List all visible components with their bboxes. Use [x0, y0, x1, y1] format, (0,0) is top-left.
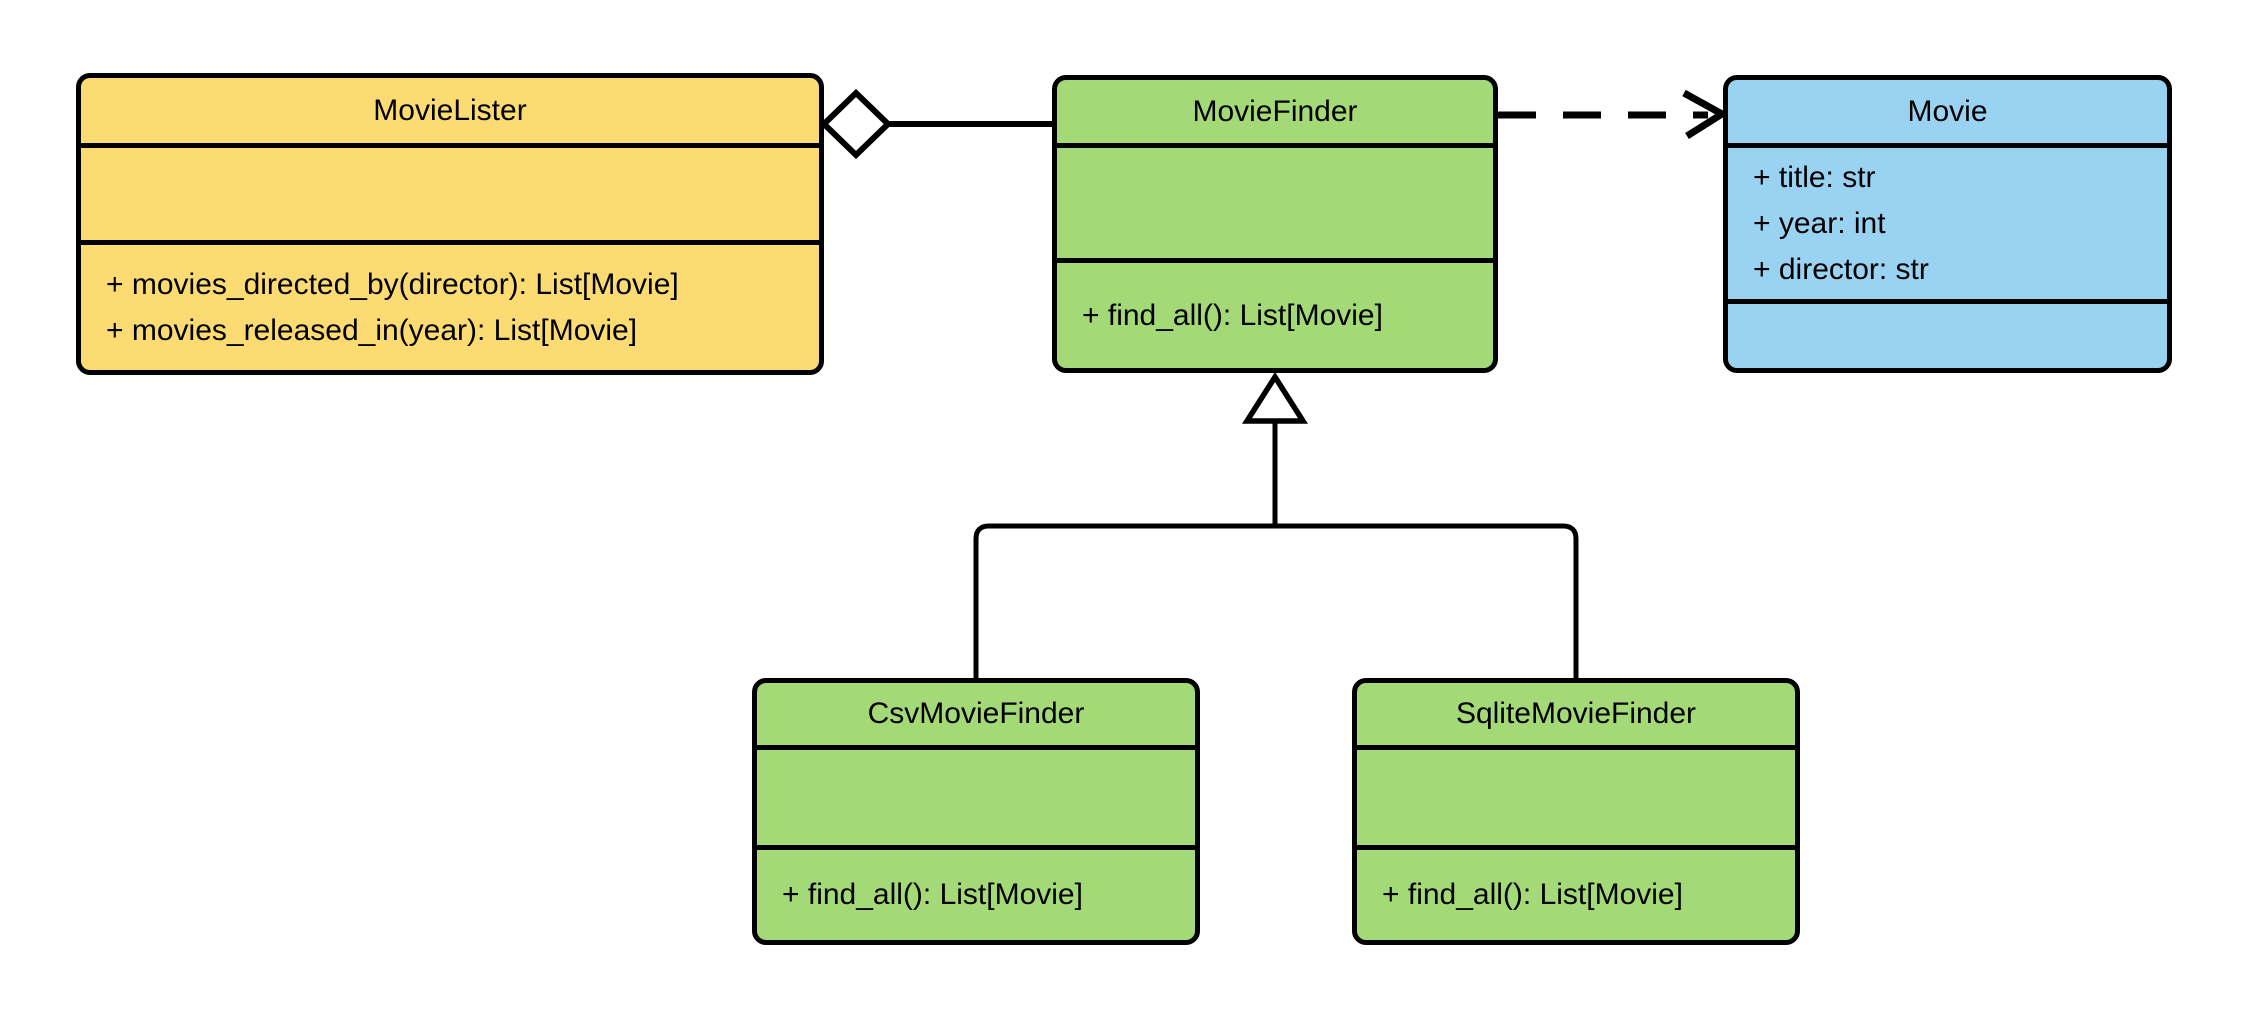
class-member: + title: str — [1753, 160, 1876, 194]
class-member: + director: str — [1753, 252, 1929, 286]
class-attributes-csvmoviefinder — [757, 745, 1195, 845]
class-attributes-movie: + title: str + year: int + director: str — [1728, 143, 2167, 299]
class-methods-moviefinder: + find_all(): List[Movie] — [1057, 258, 1493, 368]
class-box-sqlitemoviefinder[interactable]: SqliteMovieFinder + find_all(): List[Mov… — [1352, 678, 1800, 945]
class-member: + find_all(): List[Movie] — [1382, 878, 1683, 911]
class-methods-csvmoviefinder: + find_all(): List[Movie] — [757, 845, 1195, 940]
class-member: + year: int — [1753, 206, 1886, 240]
class-member: + movies_directed_by(director): List[Mov… — [106, 267, 679, 301]
class-methods-movielister: + movies_directed_by(director): List[Mov… — [81, 240, 819, 370]
class-title-movielister: MovieLister — [373, 93, 527, 127]
class-member: + movies_released_in(year): List[Movie] — [106, 313, 638, 347]
class-title-moviefinder: MovieFinder — [1192, 94, 1358, 128]
class-attributes-sqlitemoviefinder — [1357, 745, 1795, 845]
class-methods-movie — [1728, 299, 2167, 368]
aggregation-connector — [819, 88, 1052, 160]
aggregation-diamond-icon — [819, 88, 893, 160]
class-attributes-moviefinder — [1057, 143, 1493, 258]
class-member: + find_all(): List[Movie] — [1082, 298, 1383, 332]
class-box-moviefinder[interactable]: MovieFinder + find_all(): List[Movie] — [1052, 75, 1498, 373]
class-methods-sqlitemoviefinder: + find_all(): List[Movie] — [1357, 845, 1795, 940]
dependency-connector — [1498, 89, 1729, 139]
inheritance-triangle-icon — [1241, 371, 1309, 424]
class-title-movie: Movie — [1907, 94, 1988, 128]
class-box-movielister[interactable]: MovieLister + movies_directed_by(directo… — [76, 73, 824, 375]
class-member: + find_all(): List[Movie] — [782, 878, 1083, 911]
class-title-csvmoviefinder: CsvMovieFinder — [867, 697, 1085, 730]
class-attributes-movielister — [81, 143, 819, 240]
class-title-sqlitemoviefinder: SqliteMovieFinder — [1455, 697, 1697, 730]
inheritance-connector — [973, 371, 1579, 678]
class-box-csvmoviefinder[interactable]: CsvMovieFinder + find_all(): List[Movie] — [752, 678, 1200, 945]
class-box-movie[interactable]: Movie + title: str + year: int + directo… — [1723, 75, 2172, 373]
dependency-arrowhead-icon — [1682, 89, 1729, 139]
